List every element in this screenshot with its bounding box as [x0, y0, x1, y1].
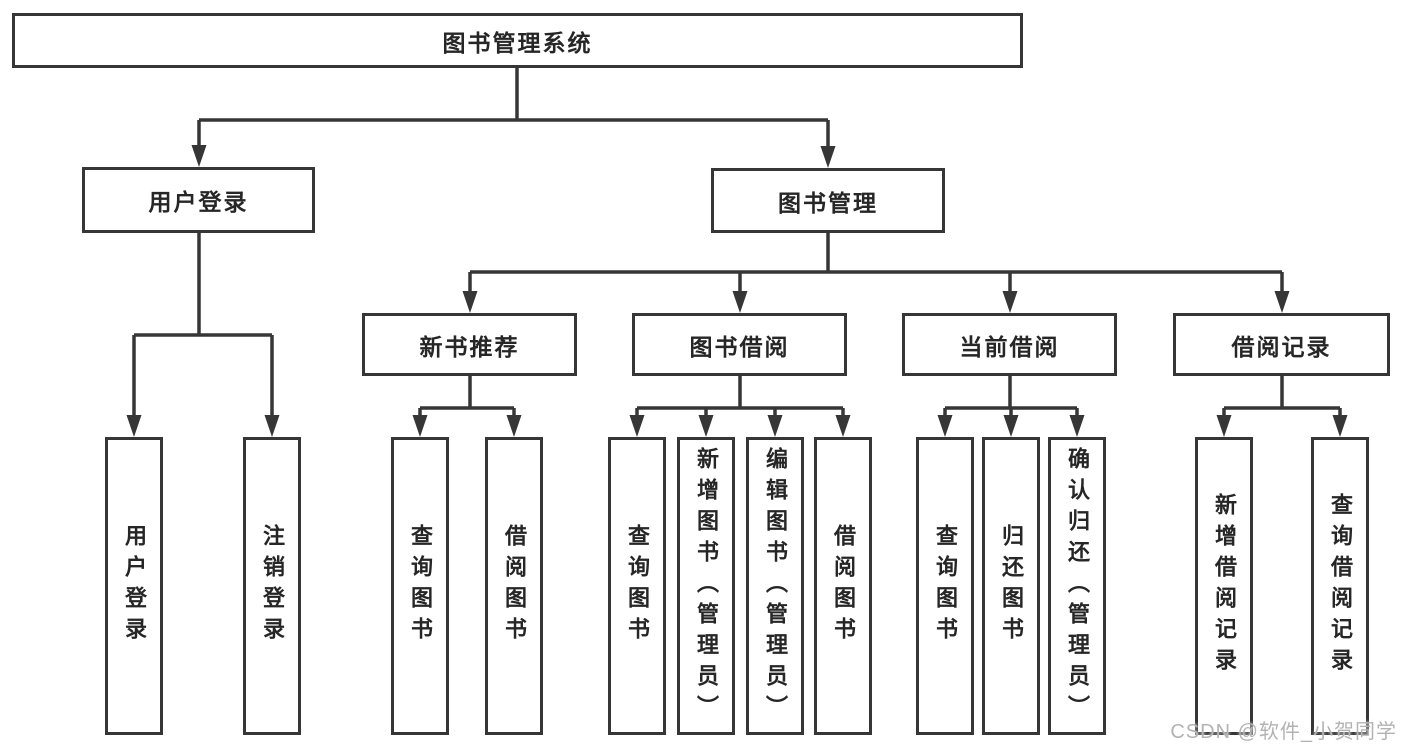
- node-new-book-recommend: 新书推荐: [362, 313, 577, 376]
- node-current-borrowing: 当前借阅: [902, 313, 1117, 376]
- leaf-recommend-query-books-label: 查询图书: [408, 524, 433, 648]
- leaf-records-add-record-label: 新增借阅记录: [1212, 493, 1237, 679]
- leaf-borrowing-edit-books-admin-label: 编辑图书（管理员）: [763, 446, 788, 726]
- leaf-records-query-record: 查询借阅记录: [1311, 437, 1369, 735]
- leaf-borrowing-borrow-books: 借阅图书: [814, 437, 872, 735]
- leaf-recommend-borrow-books: 借阅图书: [485, 437, 543, 735]
- leaf-borrowing-query-books: 查询图书: [608, 437, 666, 735]
- leaf-current-query-books-label: 查询图书: [933, 524, 958, 648]
- leaf-borrowing-add-books-admin: 新增图书（管理员）: [677, 437, 735, 735]
- leaf-current-return-books: 归还图书: [982, 437, 1040, 735]
- node-library-management-system: 图书管理系统: [12, 13, 1023, 68]
- leaf-recommend-borrow-books-label: 借阅图书: [502, 524, 527, 648]
- arrowheads: [126, 145, 1348, 437]
- leaf-current-return-books-label: 归还图书: [999, 524, 1024, 648]
- node-user-login: 用户登录: [82, 167, 315, 233]
- leaf-current-confirm-return-admin: 确认归还（管理员）: [1048, 437, 1106, 735]
- leaf-current-query-books: 查询图书: [916, 437, 974, 735]
- leaf-records-add-record: 新增借阅记录: [1195, 437, 1253, 735]
- leaf-current-confirm-return-admin-label: 确认归还（管理员）: [1065, 446, 1090, 726]
- node-book-borrowing: 图书借阅: [632, 313, 847, 376]
- leaf-user-login: 用户登录: [105, 437, 163, 735]
- node-borrowing-records: 借阅记录: [1173, 313, 1390, 376]
- leaf-borrowing-borrow-books-label: 借阅图书: [831, 524, 856, 648]
- node-book-management: 图书管理: [711, 168, 945, 233]
- leaf-borrowing-query-books-label: 查询图书: [625, 524, 650, 648]
- leaf-records-query-record-label: 查询借阅记录: [1328, 493, 1353, 679]
- leaf-logout: 注销登录: [243, 437, 301, 735]
- leaf-user-login-label: 用户登录: [122, 524, 147, 648]
- leaf-logout-label: 注销登录: [260, 524, 285, 648]
- connector-lines: [132, 68, 1342, 419]
- leaf-recommend-query-books: 查询图书: [391, 437, 449, 735]
- csdn-watermark: CSDN @软件_小贺同学: [1170, 721, 1397, 743]
- leaf-borrowing-add-books-admin-label: 新增图书（管理员）: [694, 446, 719, 726]
- leaf-borrowing-edit-books-admin: 编辑图书（管理员）: [746, 437, 804, 735]
